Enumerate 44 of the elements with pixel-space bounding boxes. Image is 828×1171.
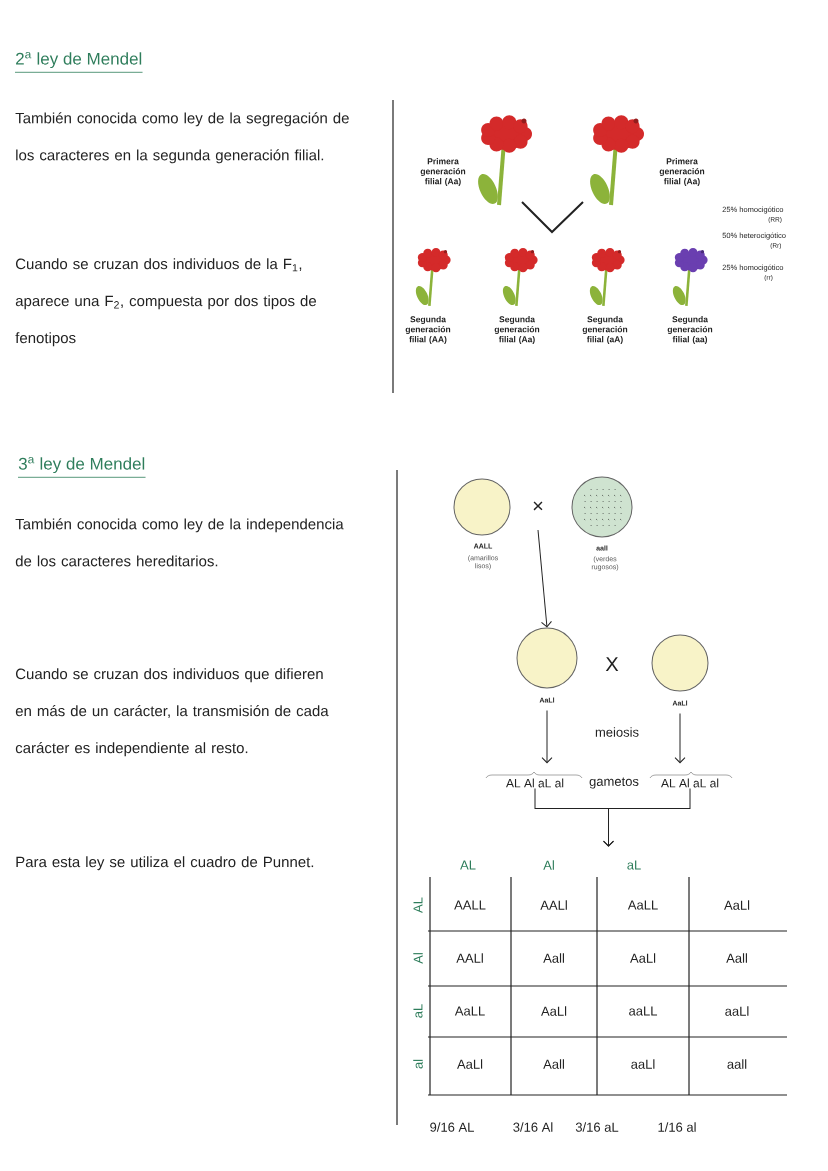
paragraph: Para esta ley se utiliza el cuadro de Punnet. [16, 856, 314, 871]
flower-caption: Segunda generación filial (AA) [405, 316, 451, 344]
arrow [537, 529, 552, 628]
table-cell: AaLL [627, 900, 658, 910]
arrow [603, 788, 691, 847]
table-cell: aaLl [725, 1006, 749, 1016]
paragraph: También conocida como ley de la independencia de los caracteres hereditarios. [15, 518, 344, 567]
paragraph: También conocida como ley de la segregación de los caracteres en la segunda generación filial. [15, 112, 349, 164]
fraction-note: 1/16 al [658, 1122, 696, 1132]
table-cell: AALl [456, 953, 483, 963]
heading: 3$^{a}$ ley de Mendel [17, 456, 146, 478]
table-cell: AaLl [541, 1006, 567, 1016]
flower-caption: Segunda generación filial (aa) [667, 316, 713, 344]
paragraph: Cuando se cruzan dos individuos que difieren en más de un carácter, la transmisión de cada carácter es independiente al resto. [15, 668, 329, 757]
flower-caption: Segunda generación filial (Aa) [494, 316, 540, 344]
table-cell: AaLl [724, 900, 750, 910]
punnett-grid [427, 876, 788, 1096]
cross-sign: X [605, 657, 619, 671]
table-cell: AALL [454, 900, 486, 910]
table-cell: Aall [543, 1059, 564, 1069]
heading: 2$^{a}$ ley de Mendel [14, 51, 143, 73]
process-label: gametos [589, 777, 639, 789]
table-cell: AALl [540, 900, 567, 910]
flower-caption: Primera generación filial (Aa) [420, 158, 466, 186]
table-cell: aaLl [631, 1059, 655, 1069]
table-cell: Aall [543, 953, 564, 963]
table-cell: AaLl [457, 1059, 483, 1069]
table-cell: Aall [726, 953, 747, 963]
cross-sign: × [533, 501, 543, 511]
gamete-list: AL Al aL al [506, 778, 564, 788]
table-cell: aaLL [629, 1006, 658, 1016]
gamete-list: AL Al aL al [661, 778, 719, 788]
arrow [674, 713, 686, 764]
table-cell: AaLL [454, 1006, 485, 1016]
fraction-note: 3/16 aL [575, 1122, 619, 1132]
paragraph: Cuando se cruzan dos individuos de la F$_{1}$, aparece una F$_{2}$, compuesta por dos tipos de fenotipos [15, 258, 316, 347]
arrow [541, 710, 553, 764]
flower-caption: Segunda generación filial (aA) [582, 316, 628, 344]
table-cell: aall [727, 1059, 747, 1069]
flower-caption: Primera generación filial (Aa) [659, 158, 705, 186]
process-label: meiosis [595, 727, 639, 737]
fraction-note: 9/16 AL [430, 1122, 474, 1132]
fraction-note: 3/16 Al [513, 1122, 553, 1132]
table-cell: AaLl [630, 953, 656, 963]
